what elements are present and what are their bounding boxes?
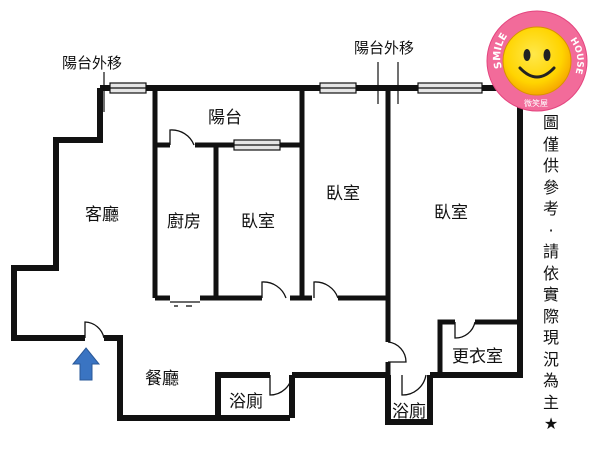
disclaimer-vertical-text: 圖 僅 供 參 考 · 請 依 實 際 現 況 為 主 ★ <box>538 112 564 435</box>
balcony-extension-markers <box>103 62 399 112</box>
room-dining-room: 餐廳 <box>145 369 179 389</box>
windows <box>109 82 483 151</box>
smile-house-logo: SMILE HOUSE 微笑屋 <box>486 10 588 112</box>
disclaimer-char: 考 <box>542 199 559 218</box>
disclaimer-char: 現 <box>542 328 559 347</box>
room-bedroom-middle: 臥室 <box>326 184 360 204</box>
room-bathroom-1: 浴廁 <box>229 391 263 412</box>
doors <box>84 129 476 396</box>
disclaimer-char: 圖 <box>542 113 559 132</box>
room-dressing-room: 更衣室 <box>452 347 503 367</box>
room-bedroom-master: 臥室 <box>434 203 468 223</box>
balcony-move-label-right: 陽台外移 <box>354 39 414 57</box>
disclaimer-char: 為 <box>542 371 559 390</box>
disclaimer-char: 主 <box>542 392 559 412</box>
disclaimer-char: ★ <box>543 414 559 433</box>
balcony-move-label-left: 陽台外移 <box>62 54 122 72</box>
disclaimer-char: 供 <box>542 156 559 175</box>
outer-walls <box>11 85 523 425</box>
entrance-arrow-icon <box>71 347 101 381</box>
disclaimer-char: 請 <box>542 242 559 261</box>
logo-text-bottom: 微笑屋 <box>524 98 548 108</box>
smiley-face-icon <box>502 26 572 96</box>
disclaimer-char: 實 <box>542 285 559 304</box>
inner-walls <box>152 88 520 375</box>
disclaimer-char: 依 <box>542 263 559 283</box>
room-bedroom-small: 臥室 <box>241 212 275 232</box>
room-balcony: 陽台 <box>208 108 242 128</box>
room-bathroom-2: 浴廁 <box>392 401 426 422</box>
disclaimer-char: · <box>548 220 554 240</box>
room-living-room: 客廳 <box>85 205 119 225</box>
room-kitchen: 廚房 <box>167 211 201 232</box>
disclaimer-char: 況 <box>542 349 559 369</box>
disclaimer-char: 際 <box>542 306 559 326</box>
disclaimer-char: 僅 <box>542 134 559 154</box>
disclaimer-char: 參 <box>542 177 559 197</box>
